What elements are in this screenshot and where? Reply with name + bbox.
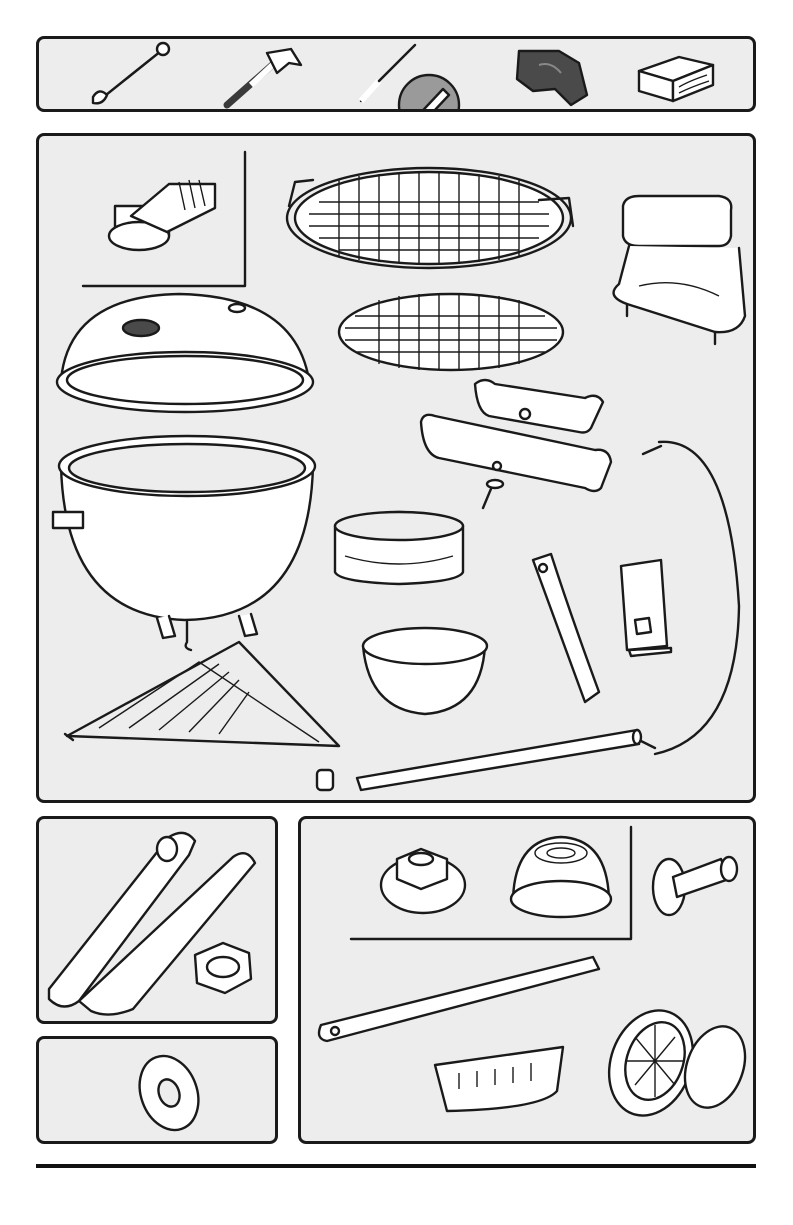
leg-bracket xyxy=(533,554,599,702)
triangle-rack xyxy=(65,642,339,746)
axle xyxy=(319,957,599,1041)
heat-shield xyxy=(621,560,671,656)
ash-tray xyxy=(435,1047,563,1111)
tools-illustration xyxy=(39,39,756,112)
end-cap xyxy=(317,770,333,790)
bowl xyxy=(53,436,315,650)
phillips-screwdriver-icon xyxy=(361,45,459,112)
lock-nut xyxy=(195,943,251,993)
tools-needed-panel xyxy=(36,36,756,112)
footer-rule xyxy=(36,1164,756,1168)
wheel-hardware-panel xyxy=(298,816,756,1144)
main-parts-panel xyxy=(36,133,756,803)
handle-screw xyxy=(483,480,503,508)
rod-leg xyxy=(357,730,641,790)
ash-pan xyxy=(363,628,487,714)
axle-pin xyxy=(653,857,737,915)
vent-damper xyxy=(335,512,463,584)
wood-block-icon xyxy=(639,57,713,101)
washer-panel xyxy=(36,1036,278,1144)
handle-tool-panel xyxy=(36,816,278,1024)
wheel-cap-tool-icon xyxy=(517,51,587,105)
lid-handle xyxy=(614,196,745,344)
cooking-grate xyxy=(287,168,573,268)
charcoal-grate xyxy=(339,294,563,370)
hub-cap xyxy=(511,837,611,917)
carriage-bolt xyxy=(109,180,215,250)
handle-bracket xyxy=(421,380,611,491)
lid xyxy=(57,294,313,412)
wheel-hardware-illustration xyxy=(301,819,756,1144)
wrench-icon xyxy=(93,43,169,103)
handle-tool-illustration xyxy=(39,819,278,1024)
washer-illustration xyxy=(39,1039,278,1144)
hub-nut xyxy=(381,849,465,913)
hammer-icon xyxy=(227,49,301,105)
parts-illustration xyxy=(39,136,756,803)
washer xyxy=(130,1048,209,1139)
